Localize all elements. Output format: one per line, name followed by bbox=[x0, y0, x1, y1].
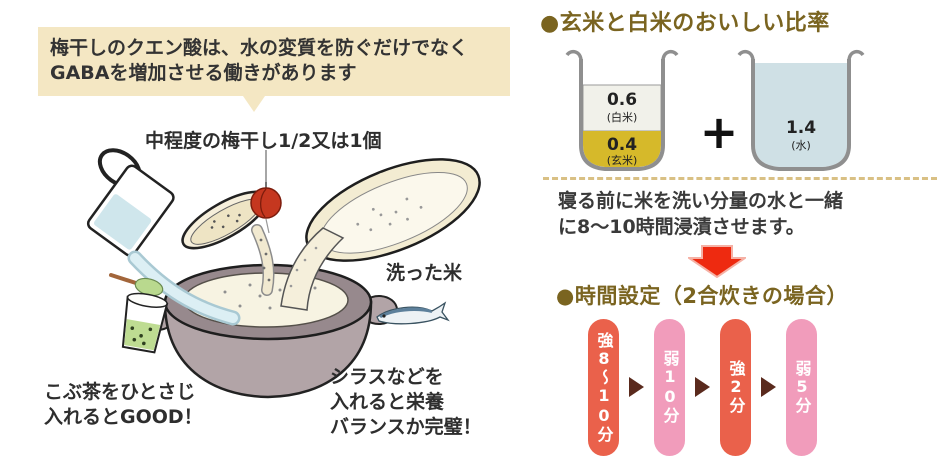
cup-right-hook-right bbox=[847, 49, 865, 62]
bubble-tail bbox=[243, 96, 265, 112]
step-arrow-icon bbox=[761, 377, 776, 397]
kobucha-note-line-2: 入れるとGOOD！ bbox=[44, 406, 203, 428]
shirasu-note-line-3: バランスか完璧！ bbox=[330, 416, 482, 438]
soak-note-line-2: に8〜10時間浸漬させます。 bbox=[558, 216, 805, 238]
ratio-heading: ●玄米と白米のおいしい比率 bbox=[540, 11, 830, 36]
umeboshi-plum-icon bbox=[250, 150, 282, 234]
time-step-weak-10: 弱10分 bbox=[654, 318, 685, 456]
dashed-separator bbox=[543, 177, 937, 180]
kobucha-note-line-1: こぶ茶をひとさじ bbox=[44, 381, 196, 403]
kombu-cup-icon bbox=[121, 292, 169, 354]
time-step-strong-8-10: 強8〜10分 bbox=[588, 318, 619, 456]
cup-left-empty-space bbox=[583, 61, 661, 85]
umeboshi-caption: 中程度の梅干し1/2又は1個 bbox=[145, 130, 382, 152]
cup-right-outline bbox=[751, 59, 851, 171]
shirasu-note: シラスなどを 入れると栄養 バランスか完璧！ bbox=[330, 365, 482, 440]
bubble-line-1: 梅干しのクエン酸は、水の変質を防ぐだけでなく bbox=[50, 37, 469, 59]
rice-stream-dots bbox=[289, 246, 318, 288]
umeboshi-info-bubble: 梅干しのクエン酸は、水の変質を防ぐだけでなく GABAを増加させる働きがあります bbox=[38, 27, 510, 112]
time-step-label: 弱5分 bbox=[792, 360, 812, 414]
cup-left-genmai-fill bbox=[583, 131, 661, 167]
hakumai-label: (白米) bbox=[607, 110, 638, 124]
cup-left-outline bbox=[579, 59, 665, 171]
step-arrow-icon bbox=[695, 377, 710, 397]
bubble-line-2: GABAを増加させる働きがあります bbox=[50, 62, 357, 84]
genmai-value: 0.4 bbox=[607, 135, 637, 155]
step-arrow-icon bbox=[629, 377, 644, 397]
time-step-label: 強2分 bbox=[726, 360, 746, 414]
rice-stream bbox=[280, 227, 345, 311]
hakumai-value: 0.6 bbox=[607, 90, 637, 110]
shirasu-note-line-1: シラスなどを bbox=[330, 366, 444, 388]
genmai-label: (玄米) bbox=[607, 153, 638, 167]
red-down-arrow-icon bbox=[688, 245, 746, 278]
ratio-cups-diagram: 0.6 (白米) 0.4 (玄米) + 1.4 (水) bbox=[565, 49, 865, 171]
time-step-label: 弱10分 bbox=[660, 350, 680, 424]
time-step-strong-2: 強2分 bbox=[720, 318, 751, 456]
soak-note-line-1: 寝る前に米を洗い分量の水と一緒 bbox=[558, 190, 844, 212]
water-stream bbox=[130, 253, 238, 323]
time-step-label: 強8〜10分 bbox=[594, 331, 614, 443]
shirasu-note-line-2: 入れると栄養 bbox=[330, 391, 445, 413]
soak-note: 寝る前に米を洗い分量の水と一緒 に8〜10時間浸漬させます。 bbox=[558, 188, 843, 240]
plus-sign: + bbox=[700, 105, 739, 159]
rice-pot-illustration bbox=[86, 148, 481, 399]
cup-left-hook-left bbox=[565, 49, 583, 62]
cup-right-hook-left bbox=[737, 49, 755, 62]
time-step-weak-5: 弱5分 bbox=[786, 318, 817, 456]
cup-right-water-fill bbox=[755, 63, 847, 167]
time-steps: 強8〜10分 弱10分 強2分 弱5分 bbox=[588, 317, 817, 457]
time-setting-heading: ●時間設定（2合炊きの場合） bbox=[556, 284, 848, 308]
water-value: 1.4 bbox=[786, 118, 816, 138]
water-pitcher-icon bbox=[86, 148, 175, 257]
sesame-dots bbox=[259, 238, 271, 282]
water-label: (水) bbox=[791, 139, 811, 152]
cup-left-hook-right bbox=[661, 49, 679, 62]
sesame-stream bbox=[252, 225, 274, 295]
washed-rice-label: 洗った米 bbox=[386, 262, 463, 284]
kombu-spoon-icon bbox=[109, 273, 164, 297]
kobucha-note: こぶ茶をひとさじ 入れるとGOOD！ bbox=[44, 380, 203, 430]
fish-icon bbox=[376, 301, 450, 325]
